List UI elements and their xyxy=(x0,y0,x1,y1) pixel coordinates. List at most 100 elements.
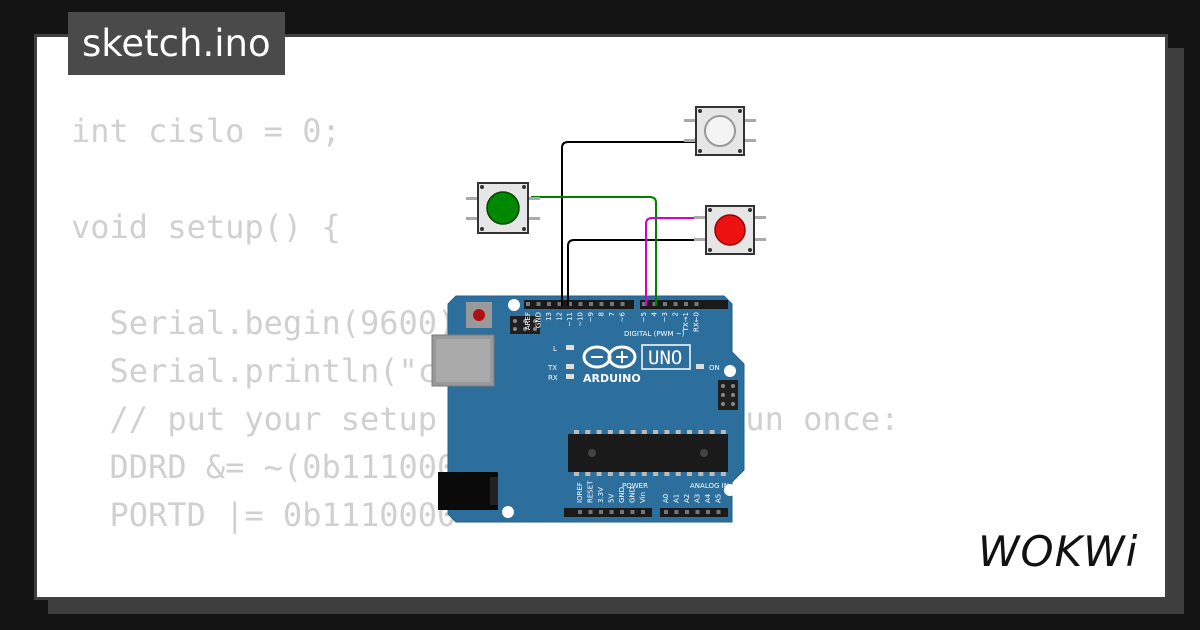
icsp-header-right xyxy=(718,380,738,410)
header-pin[interactable] xyxy=(695,510,700,514)
header-pin[interactable] xyxy=(694,302,699,306)
pushbutton-white[interactable] xyxy=(684,106,756,156)
pin-label: Vin xyxy=(639,492,647,503)
chip-pin xyxy=(619,472,625,476)
wires xyxy=(531,141,698,306)
pin-label: A5 xyxy=(715,494,723,503)
icsp-header xyxy=(510,316,540,334)
wokwi-logo[interactable]: WOKWi xyxy=(978,524,1154,580)
header-pin[interactable] xyxy=(641,510,645,514)
pin-label: IOREF xyxy=(576,482,584,503)
header-pin[interactable] xyxy=(536,302,541,306)
wire-black-white-button xyxy=(561,141,698,306)
header-pin[interactable] xyxy=(642,302,646,306)
chip-pin xyxy=(630,472,636,476)
mounting-hole xyxy=(508,299,520,311)
pin-label: ~10 xyxy=(577,312,585,327)
header-pin[interactable] xyxy=(664,510,668,514)
usb-connector xyxy=(431,334,495,387)
header-pin[interactable] xyxy=(630,510,635,514)
pin-label: AREF xyxy=(524,312,532,330)
chip-pin xyxy=(607,472,613,476)
chip-pin xyxy=(641,472,647,476)
arduino-brand-text: ARDUINO xyxy=(583,372,641,385)
pin-label: ~6 xyxy=(619,311,627,322)
file-tab[interactable]: sketch.ino xyxy=(68,12,285,75)
pin-label: ~3 xyxy=(661,312,669,322)
pin-label: ~9 xyxy=(587,312,595,322)
pushbutton-red[interactable] xyxy=(694,205,766,255)
svg-text:L: L xyxy=(553,345,557,353)
header-pin[interactable] xyxy=(684,302,688,306)
pin-label: 4 xyxy=(651,311,659,316)
header-pin[interactable] xyxy=(599,302,604,306)
pin-label: A2 xyxy=(683,494,691,503)
pin-label: A3 xyxy=(694,494,702,503)
header-pin[interactable] xyxy=(609,510,614,514)
header-pin[interactable] xyxy=(589,302,593,306)
header-pin[interactable] xyxy=(673,302,678,306)
svg-text:RX: RX xyxy=(548,374,558,382)
code-line: Serial.begin(9600); xyxy=(71,304,476,342)
pin-label: 12 xyxy=(556,312,564,321)
chip-pin xyxy=(585,472,591,476)
power-jack xyxy=(438,472,498,510)
pushbutton-green[interactable] xyxy=(466,182,540,234)
chip-pin xyxy=(630,430,636,434)
header-pin[interactable] xyxy=(557,302,562,306)
power-header[interactable] xyxy=(564,508,652,517)
code-line: int cislo = 0; xyxy=(71,112,341,150)
reset-button[interactable] xyxy=(466,302,492,328)
pin-label: 5V xyxy=(608,494,616,503)
pin-label: ~11 xyxy=(566,312,574,327)
led-tx: TX xyxy=(547,364,574,372)
header-pin[interactable] xyxy=(610,302,614,306)
pin-label: 7 xyxy=(608,312,616,316)
header-pin[interactable] xyxy=(706,510,710,514)
chip-pin xyxy=(607,430,613,434)
digital-header[interactable] xyxy=(524,300,728,309)
svg-text:TX: TX xyxy=(547,364,557,372)
header-pin[interactable] xyxy=(568,302,572,306)
header-pin[interactable] xyxy=(599,510,603,514)
chip-pin xyxy=(619,430,625,434)
chip-pin xyxy=(585,430,591,434)
chip-pin xyxy=(675,472,681,476)
arduino-logo-icon xyxy=(582,345,637,369)
header-pin[interactable] xyxy=(620,302,625,306)
header-pin[interactable] xyxy=(526,302,530,306)
header-pin[interactable] xyxy=(674,510,679,514)
wire-magenta xyxy=(645,217,698,306)
chip-pin xyxy=(574,430,579,434)
code-line: PORTD |= 0b1110000 xyxy=(71,496,457,534)
header-pin[interactable] xyxy=(663,302,667,306)
chip-pin xyxy=(675,430,681,434)
file-tab-label: sketch.ino xyxy=(82,22,271,65)
chip-pin xyxy=(664,430,670,434)
header-pin[interactable] xyxy=(578,510,582,514)
header-pin[interactable] xyxy=(578,302,583,306)
pin-label: 8 xyxy=(598,312,606,316)
header-pin[interactable] xyxy=(547,302,551,306)
header-pin[interactable] xyxy=(588,510,593,514)
header-pin[interactable] xyxy=(685,510,689,514)
chip-pin xyxy=(720,472,726,476)
header-pin[interactable] xyxy=(716,510,721,514)
header-pin[interactable] xyxy=(652,302,657,306)
uno-model-text: UNO xyxy=(648,347,682,369)
header-pin[interactable] xyxy=(620,510,624,514)
chip-pin xyxy=(720,430,726,434)
pin-label: 13 xyxy=(545,312,553,321)
chip-pin xyxy=(653,472,659,476)
led-l: L xyxy=(553,345,574,353)
pin-label: ~5 xyxy=(640,312,648,322)
pin-label: GND xyxy=(618,487,626,503)
analog-header[interactable] xyxy=(660,508,728,517)
chip-pin xyxy=(664,472,670,476)
chip-pin xyxy=(687,430,692,434)
chip-pin xyxy=(698,472,704,476)
chip-pin xyxy=(653,430,659,434)
